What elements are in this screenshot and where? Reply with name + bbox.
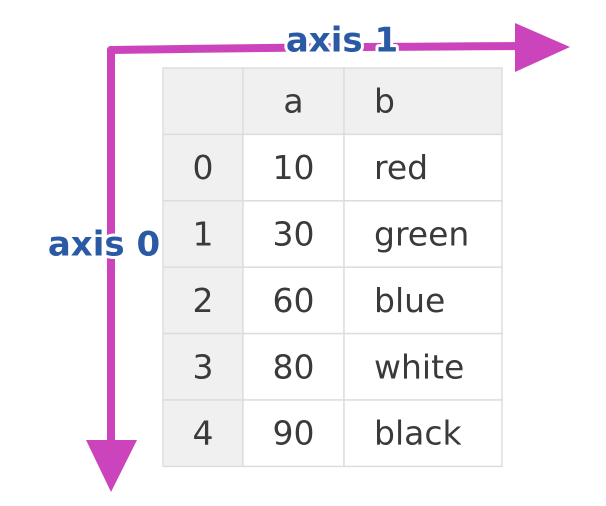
cell-value: blue [374,281,445,320]
axis-1-label: axis 1 [286,21,398,61]
table-cell [242,200,345,268]
table-cell [343,399,503,468]
row-index: 3 [193,347,214,386]
column-header-a: a [283,82,303,121]
table-cell [343,266,503,335]
cell-value: 80 [273,347,315,386]
cell-value: green [374,215,469,254]
axis-labels: axis 1 axis 0 [45,18,401,268]
table-cell [343,133,503,202]
axis-1-arrowhead [515,23,570,72]
row-index: 4 [193,414,214,453]
index-cell [162,399,244,468]
cell-value: 30 [273,215,315,254]
dataframe-table: a b 0 10 red 1 30 green 2 60 blue 3 80 white 4 90 black [162,67,503,468]
cell-value: 90 [273,414,315,453]
cell-value: red [374,148,428,187]
axis-0-label: axis 0 [48,225,160,265]
row-index: 0 [193,148,214,187]
column-header-b: b [374,82,395,121]
row-index: 2 [193,281,214,320]
row-index: 1 [193,215,214,254]
index-cell [162,133,244,202]
cell-value: white [374,347,464,386]
axis-1-arrow-line [107,42,532,54]
header-cell [343,67,503,136]
axis-arrows [86,23,570,492]
cell-value: black [374,414,462,453]
cell-value: 10 [273,148,315,187]
table-cell [242,133,345,202]
cell-value: 60 [273,281,315,320]
axis-0-arrowhead [86,440,137,492]
table-cell [242,332,345,401]
header-cell [242,67,345,136]
index-cell [162,266,244,335]
header-cell [162,67,244,136]
